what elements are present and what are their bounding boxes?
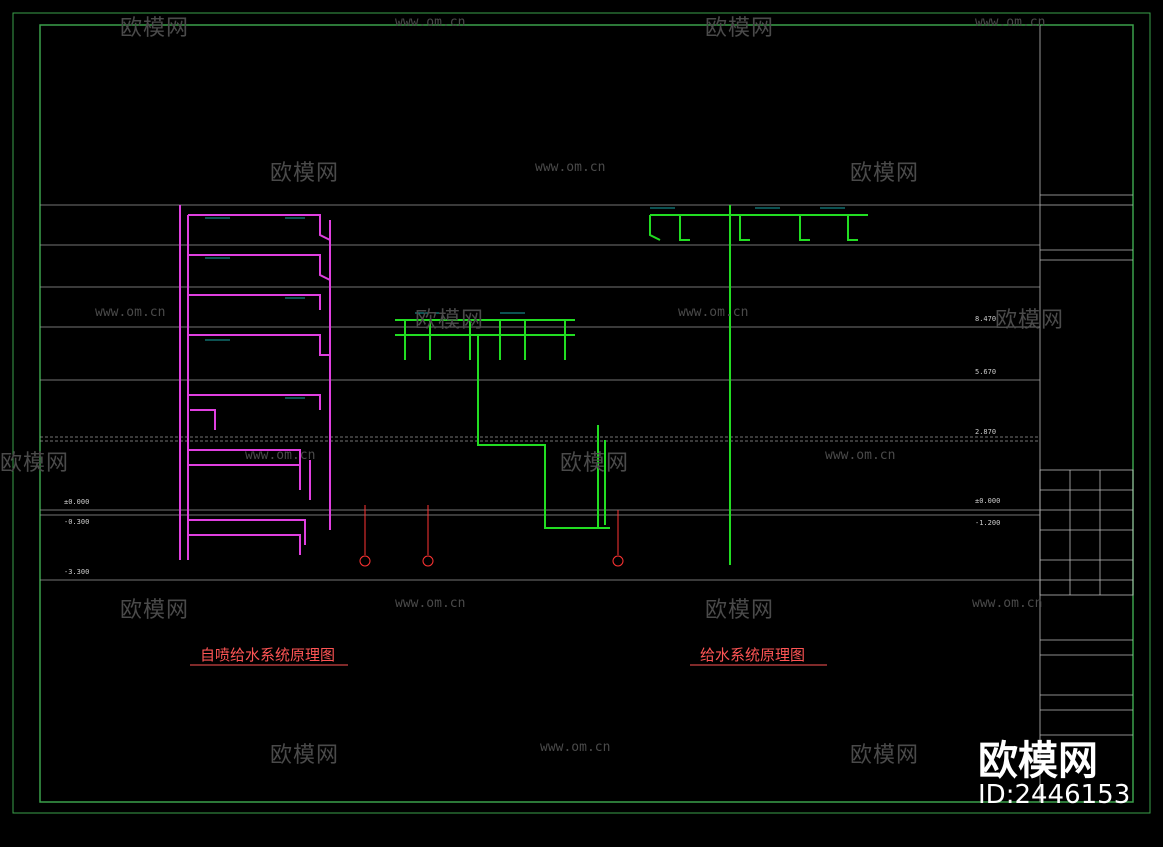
watermark-url: www.om.cn	[395, 15, 466, 30]
outer-frame	[12, 12, 1151, 814]
water-supply-diagram-title: 给水系统原理图	[700, 646, 806, 664]
pipe-annotations	[205, 207, 845, 399]
watermark-brand: 欧模网	[705, 598, 775, 623]
watermark-brand: 欧模网	[705, 16, 775, 41]
elevation-label: -0.300	[64, 518, 90, 526]
watermark-url: www.om.cn	[95, 305, 166, 320]
watermark-brand: 欧模网	[850, 743, 920, 768]
watermark-brand: 欧模网	[560, 451, 630, 476]
sprinkler-diagram-title: 自喷给水系统原理图	[200, 646, 336, 664]
watermark-brand: 欧模网	[270, 161, 340, 186]
elevation-label: -3.300	[64, 568, 90, 576]
water-supply-system	[395, 205, 868, 565]
watermark-url: www.om.cn	[678, 305, 749, 320]
brand-id-text: ID:2446153	[978, 780, 1131, 810]
outlet-risers	[359, 505, 624, 567]
floor-level-lines	[40, 204, 1040, 581]
elevation-label: 5.670	[975, 368, 997, 376]
watermark-brand: 欧模网	[120, 598, 190, 623]
watermark-brand: 欧模网	[270, 743, 340, 768]
watermark-url: www.om.cn	[972, 596, 1043, 611]
elevation-label: ±0.000	[64, 498, 90, 506]
watermark-brand: 欧模网	[120, 16, 190, 41]
sprinkler-system	[179, 205, 331, 560]
watermark-url: www.om.cn	[540, 740, 611, 755]
inner-frame	[39, 24, 1134, 803]
elevation-label: 2.870	[975, 428, 997, 436]
watermark-brand: 欧模网	[995, 308, 1065, 333]
watermark-brand: 欧模网	[415, 308, 485, 333]
watermark-url: www.om.cn	[395, 596, 466, 611]
brand-logo-text: 欧模网	[978, 738, 1098, 784]
elevation-label: 8.470	[975, 315, 997, 323]
elevation-label: -1.200	[975, 519, 1001, 527]
title-block	[1039, 25, 1134, 802]
watermark-url: www.om.cn	[825, 448, 896, 463]
watermark-brand: 欧模网	[850, 161, 920, 186]
watermark-url: www.om.cn	[245, 448, 316, 463]
watermark-url: www.om.cn	[535, 160, 606, 175]
watermark-brand: 欧模网	[0, 451, 70, 476]
elevation-label: ±0.000	[975, 497, 1001, 505]
watermark-url: www.om.cn	[975, 15, 1046, 30]
